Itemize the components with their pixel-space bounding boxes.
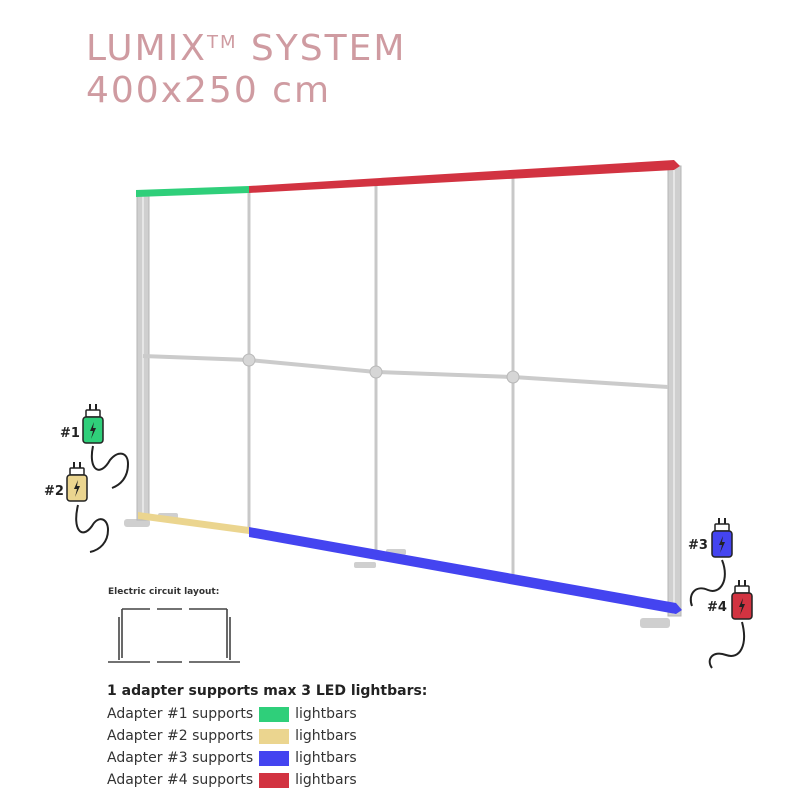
beam-connectors [242,353,520,384]
circuit-layout-diagram [108,608,240,663]
legend-row-prefix: Adapter #3 supports [107,750,254,766]
plug-1 [82,404,104,448]
legend-swatch-green [259,706,290,722]
frame-posts [136,165,682,617]
title-system-name: LUMIXTM SYSTEM [86,28,406,69]
legend-swatch-blue [259,750,290,766]
legend-heading: 1 adapter supports max 3 LED lightbars: [107,683,428,699]
legend-row-adapter-1: Adapter #1 supports lightbars [107,704,357,724]
legend-row-adapter-3: Adapter #3 supports lightbars [107,748,357,768]
plug-1-label: #1 [60,426,80,441]
lightbar-bottom-yellow [138,512,249,534]
cable-2 [75,504,110,553]
plug-2-label: #2 [44,484,64,499]
plug-2 [66,462,88,506]
cable-1 [90,445,130,489]
circuit-layout-title: Electric circuit layout: [108,587,220,597]
legend-row-prefix: Adapter #4 supports [107,772,254,788]
legend-row-prefix: Adapter #2 supports [107,728,254,744]
plug-4-label: #4 [707,600,727,615]
trademark-symbol: TM [206,32,238,53]
connector-2 [369,365,383,379]
title-dimensions: 400x250 cm [86,70,332,111]
lightbar-top-green [136,186,249,197]
lightbar-top-red [249,160,680,193]
power-plug-icon [711,518,733,558]
legend-row-adapter-2: Adapter #2 supports lightbars [107,726,357,746]
foot-center [354,562,376,568]
legend-row-suffix: lightbars [295,772,357,788]
foot-left [124,519,150,527]
connector-3 [506,370,520,384]
frame-inner-poles [247,176,515,580]
legend-row-suffix: lightbars [295,750,357,766]
legend-row-prefix: Adapter #1 supports [107,706,254,722]
legend-swatch-red [259,772,290,788]
connector-1 [242,353,256,367]
foot-right [640,618,670,628]
plug-4 [731,580,753,624]
title-system: SYSTEM [237,28,407,69]
title-brand: LUMIX [86,28,207,69]
legend-row-suffix: lightbars [295,728,357,744]
power-plug-icon [66,462,88,502]
legend-row-suffix: lightbars [295,706,357,722]
frame-feet [124,513,670,628]
power-plug-icon [731,580,753,620]
legend-row-adapter-4: Adapter #4 supports lightbars [107,770,357,790]
legend-swatch-yellow [259,728,290,744]
cable-4 [708,621,745,669]
plug-cables [75,445,745,669]
lightbar-bottom-blue [249,527,682,614]
cable-3 [689,559,726,607]
plug-3-label: #3 [688,538,708,553]
plug-3 [711,518,733,562]
power-plug-icon [82,404,104,444]
middle-beam [142,354,669,389]
